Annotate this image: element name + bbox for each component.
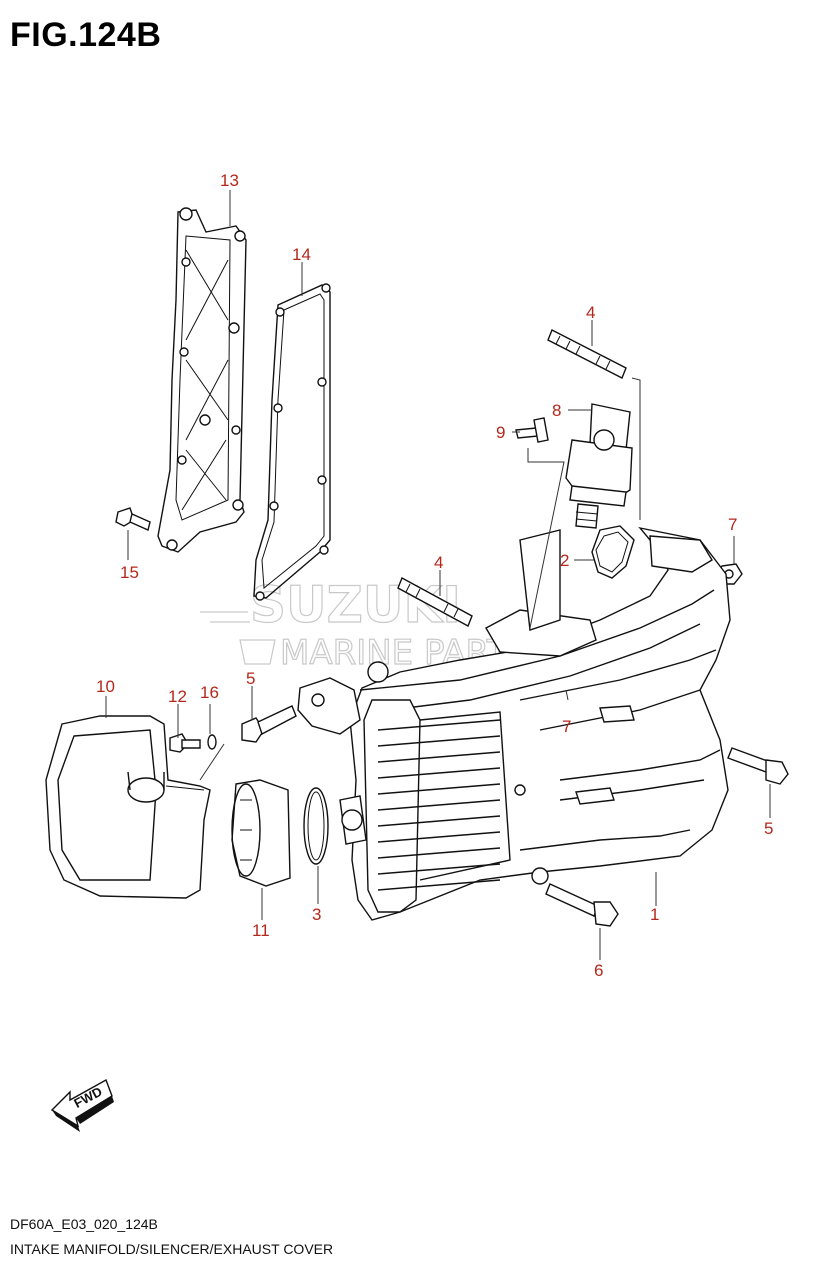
- callout-6: 6: [594, 961, 603, 980]
- stud-4-upper: [547, 329, 627, 379]
- callout-7-right: 7: [728, 515, 737, 534]
- o-ring-3: [303, 787, 329, 865]
- bolt-6: [545, 883, 619, 927]
- callout-4-lower: 4: [434, 553, 443, 572]
- callout-5-left: 5: [246, 669, 255, 688]
- bolt-15: [115, 507, 151, 531]
- screw-9: [515, 417, 549, 443]
- callout-10: 10: [96, 677, 115, 696]
- callout-12: 12: [168, 687, 187, 706]
- bolt-5-right: [727, 747, 789, 785]
- callout-7-center: 7: [562, 717, 571, 736]
- callout-1: 1: [650, 905, 659, 924]
- pressure-sensor-8: [565, 403, 633, 529]
- figure-code: DF60A_E03_020_124B: [10, 1216, 158, 1232]
- callout-8: 8: [552, 401, 561, 420]
- callout-5-right: 5: [764, 819, 773, 838]
- callout-16: 16: [200, 683, 219, 702]
- silencer-case-10: [45, 715, 211, 899]
- forward-direction-arrow: FWD: [50, 1078, 114, 1132]
- stud-4-lower: [397, 577, 473, 627]
- callout-11: 11: [252, 921, 270, 940]
- callout-3: 3: [312, 905, 321, 924]
- cover-gasket: [253, 283, 331, 601]
- bolt-5-left: [241, 705, 297, 743]
- leader-lines: [105, 190, 771, 960]
- washer-16: [207, 734, 217, 750]
- callout-15: 15: [120, 563, 139, 582]
- figure-description: INTAKE MANIFOLD/SILENCER/EXHAUST COVER: [10, 1241, 334, 1257]
- o-ring-2: [591, 525, 635, 579]
- callout-2: 2: [560, 551, 569, 570]
- watermark-brand: SUZUKI: [250, 576, 461, 634]
- callout-13: 13: [220, 171, 239, 190]
- exhaust-cover-plate: [157, 207, 247, 553]
- silencer-sleeve-11: [231, 779, 291, 887]
- callout-9: 9: [496, 423, 505, 442]
- bolt-12: [169, 733, 201, 753]
- callout-numbers: 13 14 4 8 9 2 7 4 15 5 7 10 12 16 5 1 3 …: [96, 171, 773, 980]
- figure-title: FIG.124B: [10, 16, 162, 54]
- intake-manifold: [297, 526, 731, 921]
- callout-4-upper: 4: [586, 303, 595, 322]
- callout-14: 14: [292, 245, 311, 264]
